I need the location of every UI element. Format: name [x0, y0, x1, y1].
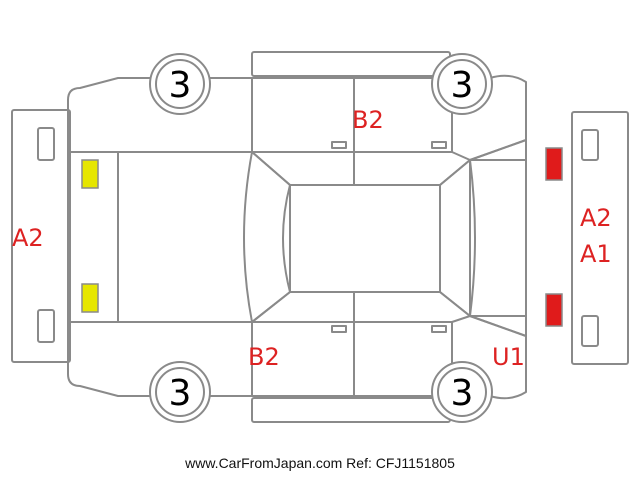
rear-lights [81, 159, 99, 313]
reference-footer: www.CarFromJapan.com Ref: CFJ1151805 [185, 455, 455, 471]
car-body-top-view [67, 139, 527, 337]
wheel-front-left-label: 3 [169, 65, 192, 106]
wheel-rear-right-label: 3 [451, 373, 474, 414]
wheel-front-right [431, 53, 493, 115]
top-rear-door-handle [331, 141, 347, 149]
top-roof-strip [251, 51, 451, 77]
wheel-rear-left [149, 361, 211, 423]
bottom-front-door-handle [431, 325, 447, 333]
wheel-front-right-label: 3 [451, 65, 474, 106]
front-bumper [571, 111, 629, 365]
top-front-door-handle [431, 141, 447, 149]
wheel-front-left [149, 53, 211, 115]
damage-label-bottom-doors: B2 [248, 343, 280, 371]
bottom-doors [251, 321, 453, 397]
wheel-rear-left-label: 3 [169, 373, 192, 414]
wheel-rear-right [431, 361, 493, 423]
front-lights [545, 147, 563, 327]
damage-label-front-fender: U1 [492, 343, 525, 371]
bottom-rear-door-handle [331, 325, 347, 333]
bottom-roof-strip [251, 397, 451, 423]
damage-label-front-bumper-a1: A1 [580, 240, 612, 268]
damage-label-rear-bumper: A2 [12, 224, 44, 252]
damage-label-front-bumper-a2: A2 [580, 204, 612, 232]
damage-label-top-doors: B2 [352, 106, 384, 134]
rear-bumper [11, 109, 71, 363]
